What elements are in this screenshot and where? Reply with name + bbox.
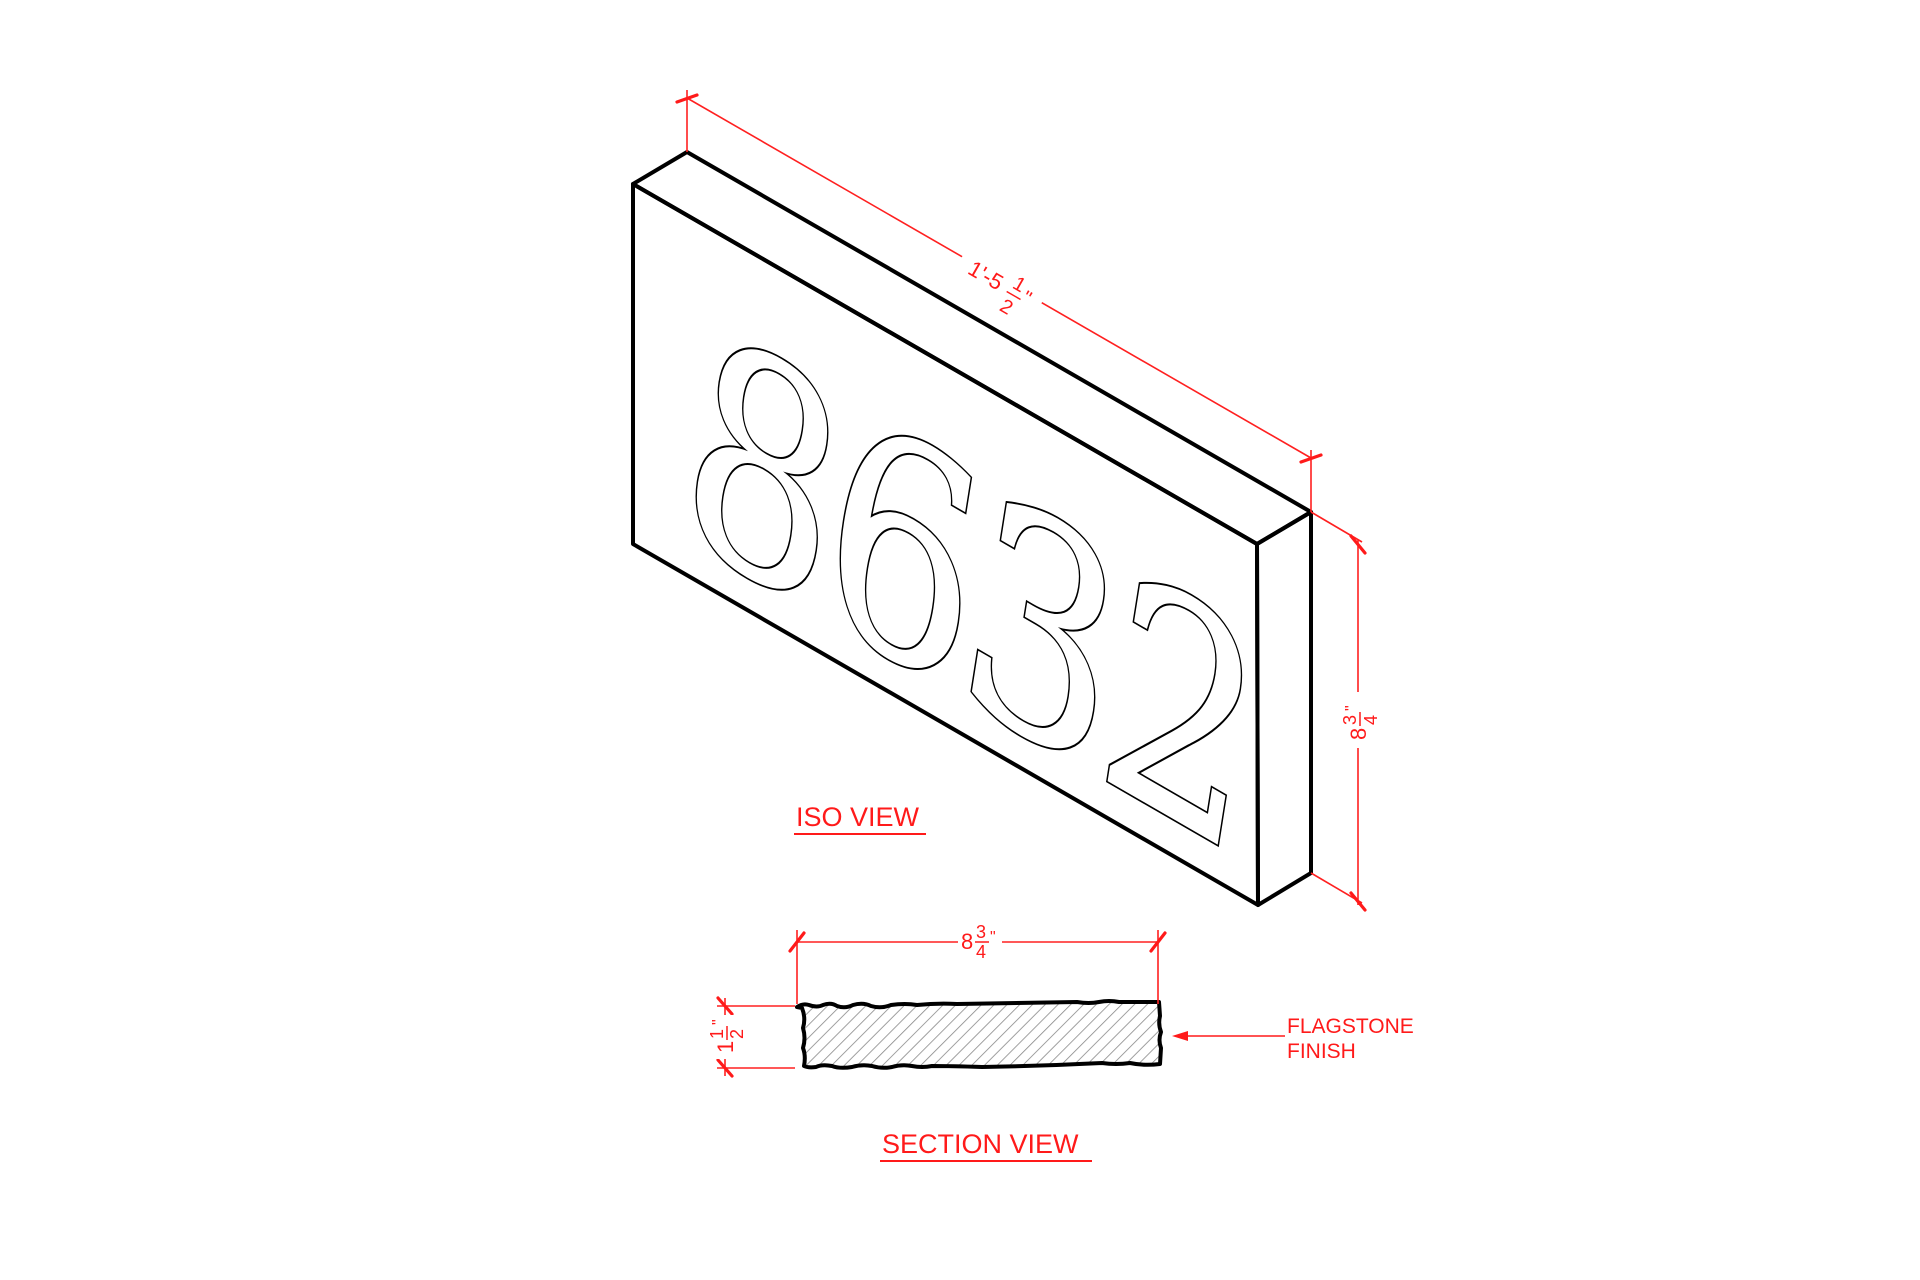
callout-arrowhead	[1172, 1031, 1188, 1041]
thickness-dim-den: 2	[727, 1029, 747, 1039]
width-dimension: 8 3 4 "	[788, 922, 1167, 1004]
section-profile	[795, 999, 1163, 1070]
house-number: 8632	[688, 248, 1249, 937]
callout-line2: FINISH	[1287, 1040, 1356, 1063]
house-number-text: 8632	[690, 249, 1248, 937]
height-dimension: 8 3 4 "	[1310, 511, 1381, 912]
width-dim-unit: "	[990, 929, 996, 946]
height-dim-den: 4	[1361, 715, 1381, 725]
thickness-dimension: 1 1 2 "	[707, 996, 795, 1078]
thickness-dim-num: 1	[707, 1029, 727, 1039]
section-view: 8 3 4 " 1 1 2 " FLAGSTON	[707, 922, 1414, 1162]
section-view-label: SECTION VIEW	[882, 1129, 1079, 1159]
callout-line1: FLAGSTONE	[1287, 1015, 1414, 1038]
plaque-side-face	[1255, 510, 1313, 907]
flagstone-finish-callout: FLAGSTONE FINISH	[1172, 1015, 1414, 1063]
width-dim-whole: 8	[961, 929, 973, 954]
width-dim-den: 4	[976, 942, 986, 962]
height-dim-num: 3	[1340, 715, 1360, 725]
length-dimension: 1'-5 1 2 "	[675, 90, 1323, 512]
plaque-front-face	[631, 182, 1260, 907]
iso-view-label: ISO VIEW	[796, 802, 920, 832]
width-dim-num: 3	[976, 922, 986, 942]
thickness-dim-whole: 1	[713, 1041, 738, 1053]
iso-view: 8632 1'-5 1 2 "	[631, 90, 1381, 937]
height-dim-unit: "	[1343, 705, 1360, 711]
height-dim-whole: 8	[1346, 728, 1371, 740]
thickness-dim-unit: "	[710, 1019, 727, 1025]
